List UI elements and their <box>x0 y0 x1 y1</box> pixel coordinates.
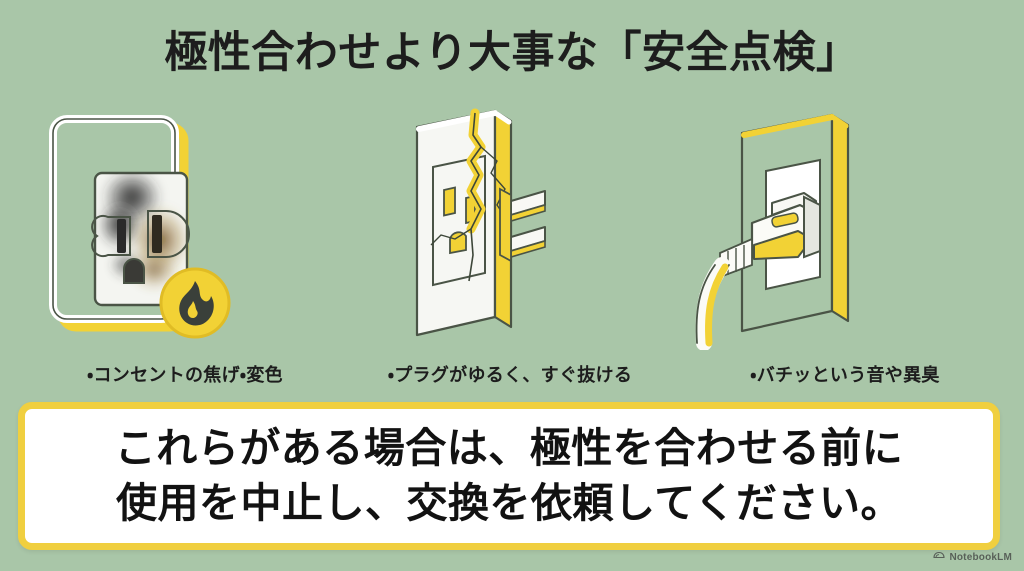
warning-sign-loose-plug: ・プラグがゆるく、すぐ抜ける <box>345 105 675 395</box>
notebooklm-icon <box>933 548 946 566</box>
page-title: 極性合わせより大事な「安全点検」 <box>164 29 860 77</box>
notebooklm-label: NotebookLM <box>949 551 1012 563</box>
flame-badge <box>159 267 231 339</box>
caption-burn-discoloration: ・コンセントの焦げ・変色 <box>87 365 283 385</box>
plug-inserted-illustration <box>680 105 1010 350</box>
warning-sign-burn-discoloration: ・コンセントの焦げ・変色 <box>20 105 350 395</box>
caption-loose-plug: ・プラグがゆるく、すぐ抜ける <box>387 365 633 385</box>
caption-spark-sound-odor: ・バチッという音や異臭 <box>750 365 940 385</box>
notebooklm-watermark: NotebookLM <box>933 548 1012 566</box>
cracked-outlet-illustration <box>345 105 675 350</box>
callout-line-2: 使用を中止し、交換を依頼してください。 <box>115 480 903 526</box>
outlet-scorch-illustration <box>20 105 350 350</box>
callout-box: これらがある場合は、極性を合わせる前に 使用を中止し、交換を依頼してください。 <box>18 402 1000 550</box>
warning-sign-spark-sound-odor: ・バチッという音や異臭 <box>680 105 1010 395</box>
warning-signs-row: ・コンセントの焦げ・変色 <box>0 105 1024 395</box>
callout-line-1: これらがある場合は、極性を合わせる前に <box>114 425 904 471</box>
